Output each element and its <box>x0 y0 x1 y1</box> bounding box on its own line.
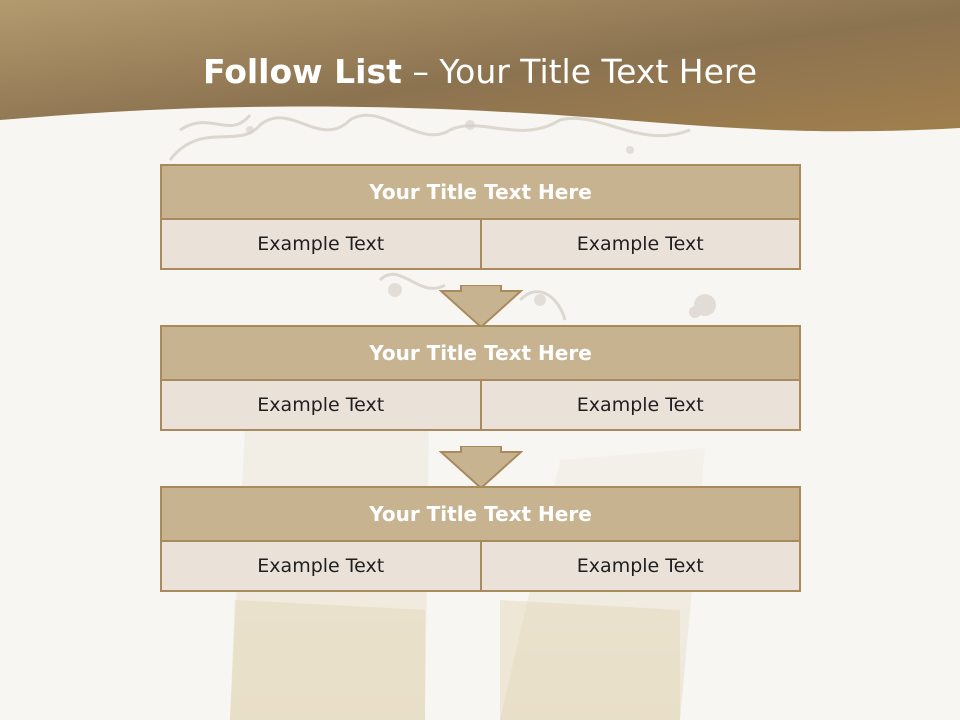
block-title: Your Title Text Here <box>160 486 801 542</box>
block-cell-left: Example Text <box>160 542 482 592</box>
block-cell-left: Example Text <box>160 381 482 431</box>
block-row: Example Text Example Text <box>160 381 801 431</box>
header-banner <box>0 0 960 132</box>
follow-block-1: Your Title Text Here Example Text Exampl… <box>160 164 801 270</box>
slide-title-bold: Follow List <box>202 52 402 91</box>
slide-title: Follow List – Your Title Text Here <box>0 52 960 91</box>
block-cell-left: Example Text <box>160 220 482 270</box>
down-arrow-icon <box>439 446 523 490</box>
down-arrow-icon <box>439 285 523 329</box>
block-title: Your Title Text Here <box>160 325 801 381</box>
follow-block-2: Your Title Text Here Example Text Exampl… <box>160 325 801 431</box>
slide-title-rest: – Your Title Text Here <box>401 52 758 91</box>
block-cell-right: Example Text <box>481 220 801 270</box>
block-cell-right: Example Text <box>481 381 801 431</box>
follow-block-3: Your Title Text Here Example Text Exampl… <box>160 486 801 592</box>
block-row: Example Text Example Text <box>160 542 801 592</box>
block-title: Your Title Text Here <box>160 164 801 220</box>
block-row: Example Text Example Text <box>160 220 801 270</box>
block-cell-right: Example Text <box>481 542 801 592</box>
